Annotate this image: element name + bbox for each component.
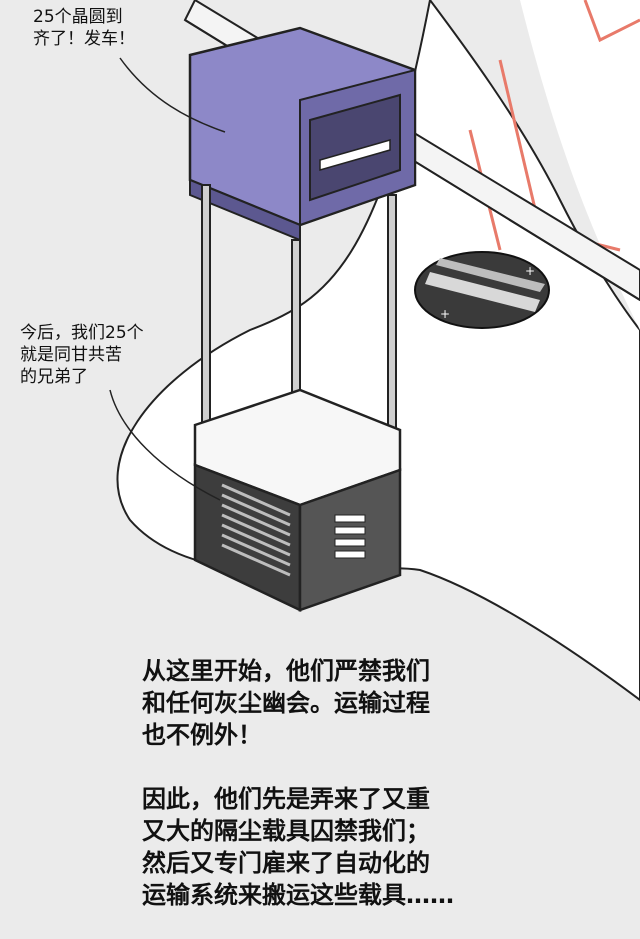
- wafer-disc: + +: [414, 251, 550, 329]
- narration-line: 从这里开始，他们严禁我们: [142, 657, 430, 685]
- speech-tails: [109, 57, 226, 501]
- narration-line: 也不例外！: [142, 721, 262, 749]
- speech-bubble-vehicle: 25个晶圆到 齐了！发车！: [33, 6, 135, 50]
- svg-text:+: +: [525, 264, 535, 278]
- speech-line: 的兄弟了: [20, 367, 88, 387]
- speech-line: 今后，我们25个: [20, 323, 144, 343]
- narration-text: 从这里开始，他们严禁我们 和任何灰尘幽会。运输过程 也不例外！ 因此，他们先是弄…: [142, 655, 454, 911]
- narration-line: 又大的隔尘载具囚禁我们；: [142, 817, 430, 845]
- wafer-pod: [193, 388, 402, 612]
- narration-line: 运输系统来搬运这些载具……: [142, 881, 454, 909]
- narration-paragraph: 因此，他们先是弄来了又重 又大的隔尘载具囚禁我们； 然后又专门雇来了自动化的 运…: [142, 783, 454, 911]
- narration-paragraph: 从这里开始，他们严禁我们 和任何灰尘幽会。运输过程 也不例外！: [142, 655, 454, 751]
- svg-text:+: +: [440, 307, 450, 321]
- transport-vehicle: [188, 26, 417, 242]
- narration-line: 因此，他们先是弄来了又重: [142, 785, 430, 813]
- narration-line: 然后又专门雇来了自动化的: [142, 849, 430, 877]
- pod-vent: [334, 514, 366, 559]
- speech-line: 齐了！发车！: [33, 29, 135, 49]
- pod-wafer-stack: [221, 483, 291, 577]
- narration-line: 和任何灰尘幽会。运输过程: [142, 689, 430, 717]
- speech-line: 25个晶圆到: [33, 7, 123, 27]
- speech-line: 就是同甘共苦: [20, 345, 122, 365]
- speech-bubble-wafers: 今后，我们25个 就是同甘共苦 的兄弟了: [20, 322, 144, 388]
